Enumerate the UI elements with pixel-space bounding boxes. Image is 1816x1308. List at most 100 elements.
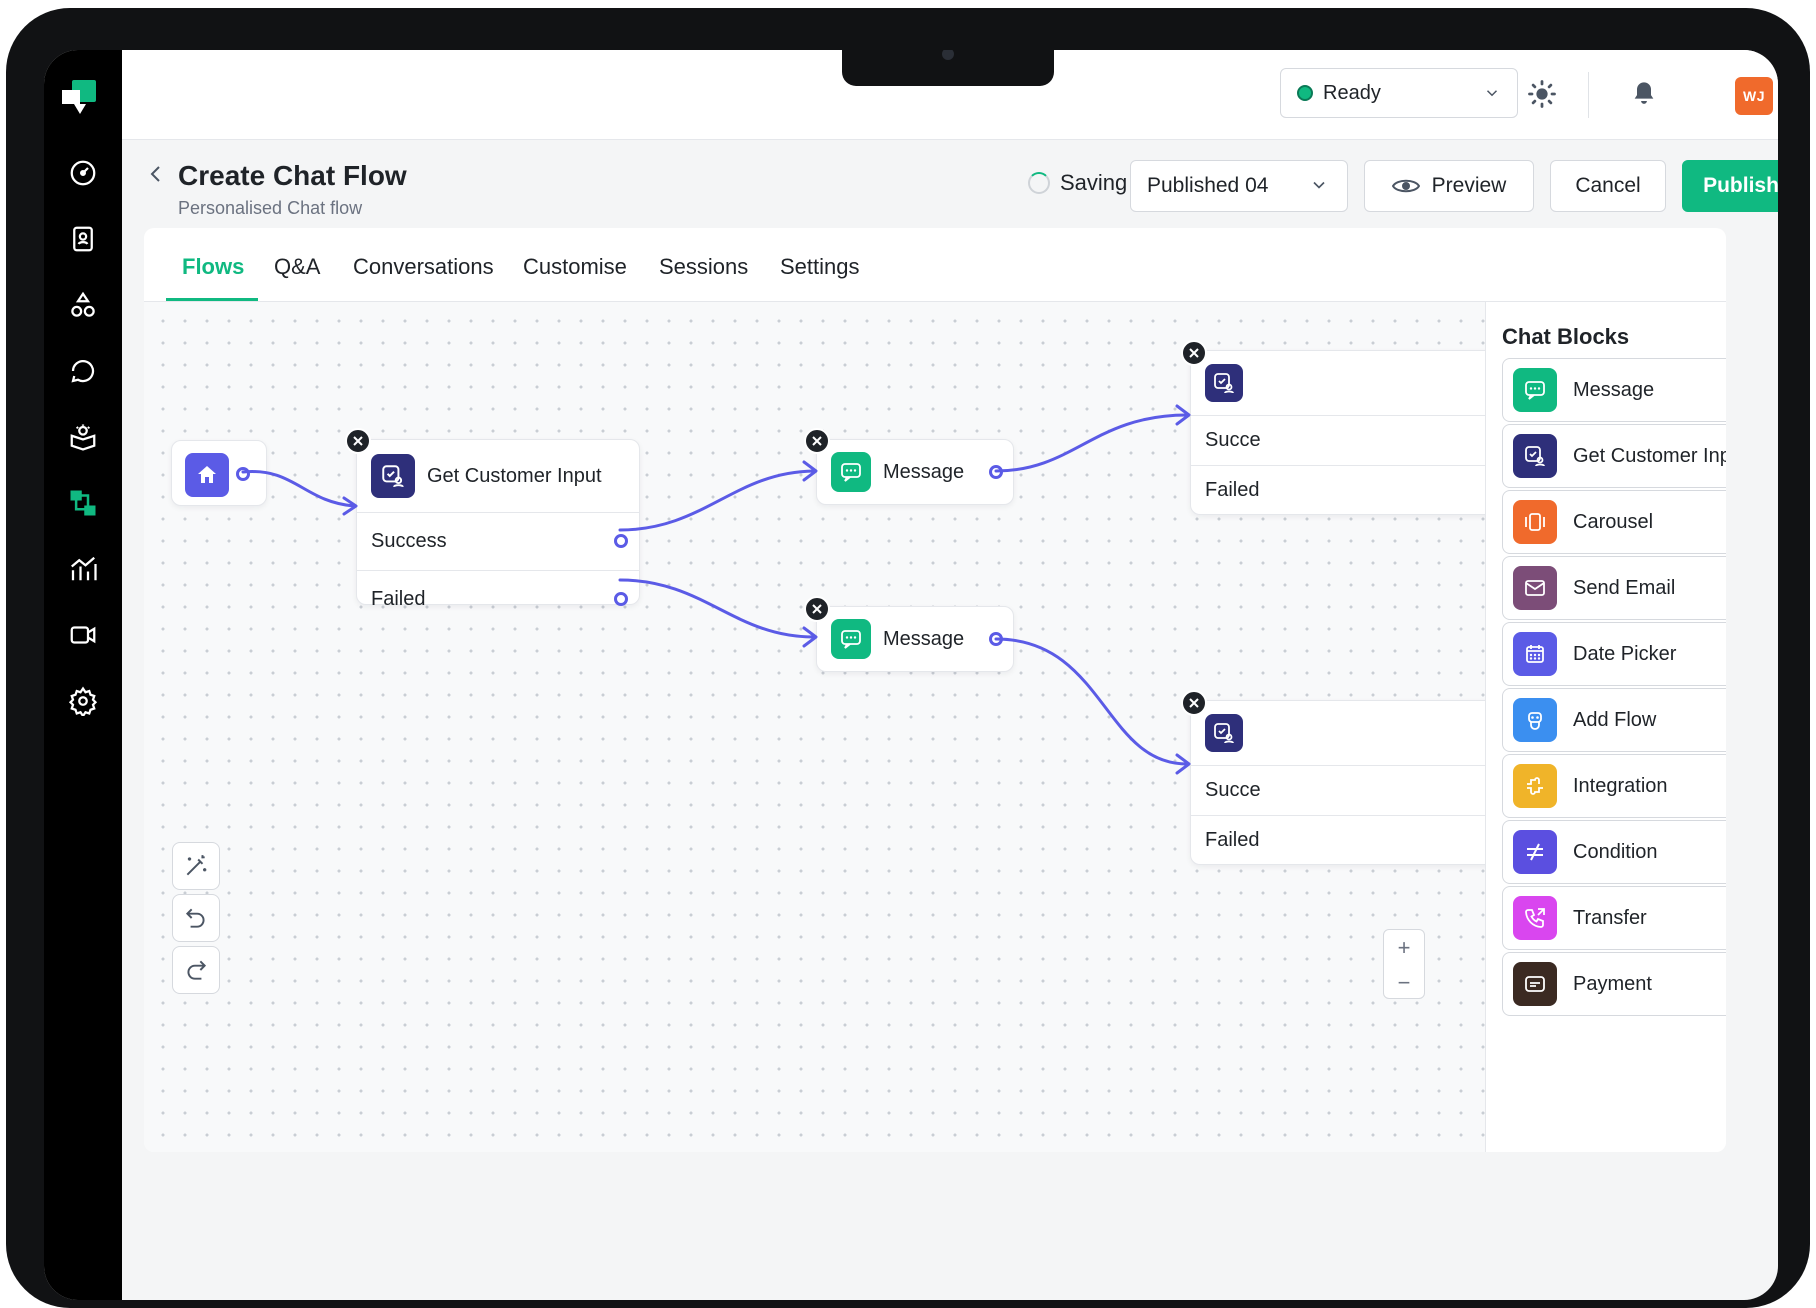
preview-button[interactable]: Preview (1364, 160, 1534, 212)
sidebar-item-flows[interactable] (60, 480, 106, 526)
branch-label: Failed (1205, 829, 1260, 851)
tab-sessions[interactable]: Sessions (659, 254, 749, 279)
block-add-flow[interactable]: Add Flow (1502, 688, 1726, 752)
active-tab-indicator (166, 298, 258, 301)
zoom-controls: + − (1383, 929, 1425, 999)
undo-icon (185, 908, 205, 928)
gear-icon (68, 686, 98, 716)
delete-node-button[interactable] (804, 428, 830, 454)
calendar-icon (1513, 632, 1557, 676)
connection-success-to-message (618, 469, 816, 532)
start-node[interactable] (171, 440, 267, 506)
delete-node-button[interactable] (804, 596, 830, 622)
block-integration[interactable]: Integration (1502, 754, 1726, 818)
sun-icon (1528, 80, 1556, 108)
chat-icon (71, 359, 95, 383)
sidebar-item-contacts[interactable] (60, 216, 106, 262)
delete-node-button[interactable] (1181, 690, 1207, 716)
home-icon (185, 453, 229, 497)
tab-qa[interactable]: Q&A (274, 254, 321, 279)
get-customer-input-node[interactable]: Get Customer Input Success Failed (356, 439, 640, 610)
block-date-picker[interactable]: Date Picker (1502, 622, 1726, 686)
block-message[interactable]: Message (1502, 358, 1726, 422)
delete-node-button[interactable] (345, 428, 371, 454)
block-condition[interactable]: Condition (1502, 820, 1726, 884)
get-customer-input-node[interactable]: Succe Failed (1190, 700, 1485, 865)
robot-icon (1513, 698, 1557, 742)
book-bulb-icon (70, 424, 96, 451)
phone-icon (1513, 896, 1557, 940)
theme-button[interactable] (1520, 72, 1564, 116)
sidebar-item-settings[interactable] (60, 678, 106, 724)
carousel-icon (1513, 500, 1557, 544)
spinner-icon (1028, 172, 1050, 194)
chat-bubble-icon (831, 452, 871, 492)
block-label: Payment (1573, 972, 1652, 995)
get-customer-input-node[interactable]: Succe Failed (1190, 350, 1485, 515)
tab-settings[interactable]: Settings (780, 254, 860, 279)
block-send-email[interactable]: Send Email (1502, 556, 1726, 620)
block-transfer[interactable]: Transfer (1502, 886, 1726, 950)
sidebar-item-analytics[interactable] (60, 546, 106, 592)
delete-node-button[interactable] (1181, 340, 1207, 366)
output-port[interactable] (236, 467, 250, 481)
cancel-button[interactable]: Cancel (1550, 160, 1666, 212)
integration-icon (1513, 764, 1557, 808)
zoom-out-button[interactable]: − (1397, 969, 1411, 995)
message-node[interactable]: Message (816, 606, 1014, 672)
block-label: Message (1573, 378, 1655, 401)
user-check-icon (1205, 364, 1243, 402)
connection-message-to-right-bottom (994, 637, 1189, 766)
camera-notch (842, 50, 1054, 86)
user-avatar[interactable]: WJ (1735, 77, 1773, 115)
flow-canvas[interactable]: Get Customer Input Success Failed (144, 302, 1485, 1152)
status-dot (1297, 85, 1313, 101)
notifications-button[interactable] (1622, 72, 1666, 116)
sidebar-item-chats[interactable] (60, 348, 106, 394)
output-port[interactable] (989, 632, 1003, 646)
sidebar-item-video[interactable] (60, 612, 106, 658)
connection-failed-to-message (618, 578, 816, 639)
branch-label: Failed (1205, 479, 1260, 501)
failed-port[interactable] (614, 592, 628, 606)
block-get-customer-input[interactable]: Get Customer Input (1502, 424, 1726, 488)
page-header: Create Chat Flow Personalised Chat flow … (122, 140, 1778, 228)
mail-icon (1513, 566, 1557, 610)
saving-label: Saving (1060, 170, 1128, 195)
block-payment[interactable]: Payment (1502, 952, 1726, 1016)
redo-icon (187, 960, 207, 980)
branch-label: Success (371, 530, 447, 552)
saving-indicator: Saving (1028, 170, 1127, 196)
block-label: Date Picker (1573, 642, 1677, 665)
branch-failed: Failed (357, 570, 639, 628)
tab-flows[interactable]: Flows (182, 254, 245, 279)
publish-button[interactable]: Publish (1682, 160, 1778, 212)
undo-button[interactable] (172, 894, 220, 942)
message-node[interactable]: Message (816, 439, 1014, 505)
version-dropdown[interactable]: Published 04 (1130, 160, 1348, 212)
page-subtitle: Personalised Chat flow (178, 198, 363, 218)
not-equal-icon (1513, 830, 1557, 874)
sidebar-item-dashboard[interactable] (60, 150, 106, 196)
tab-conversations[interactable]: Conversations (353, 254, 494, 279)
analytics-icon (71, 556, 97, 581)
auto-arrange-button[interactable] (172, 842, 220, 890)
sidebar (44, 50, 122, 1300)
branch-label: Succe (1205, 779, 1261, 801)
back-button[interactable] (142, 160, 170, 188)
block-carousel[interactable]: Carousel (1502, 490, 1726, 554)
sidebar-item-segments[interactable] (60, 282, 106, 328)
tab-customise[interactable]: Customise (523, 254, 627, 279)
app-screen: Ready WJ Create Chat Flow Per (44, 50, 1778, 1300)
success-port[interactable] (614, 534, 628, 548)
contact-book-icon (73, 226, 93, 252)
redo-button[interactable] (172, 946, 220, 994)
block-label: Condition (1573, 840, 1658, 863)
app-logo[interactable] (60, 78, 100, 118)
output-port[interactable] (989, 465, 1003, 479)
sidebar-item-knowledge[interactable] (60, 414, 106, 460)
branch-success: Succe (1191, 765, 1485, 815)
status-dropdown[interactable]: Ready (1280, 68, 1518, 118)
branch-success: Succe (1191, 415, 1485, 465)
zoom-in-button[interactable]: + (1397, 934, 1411, 960)
